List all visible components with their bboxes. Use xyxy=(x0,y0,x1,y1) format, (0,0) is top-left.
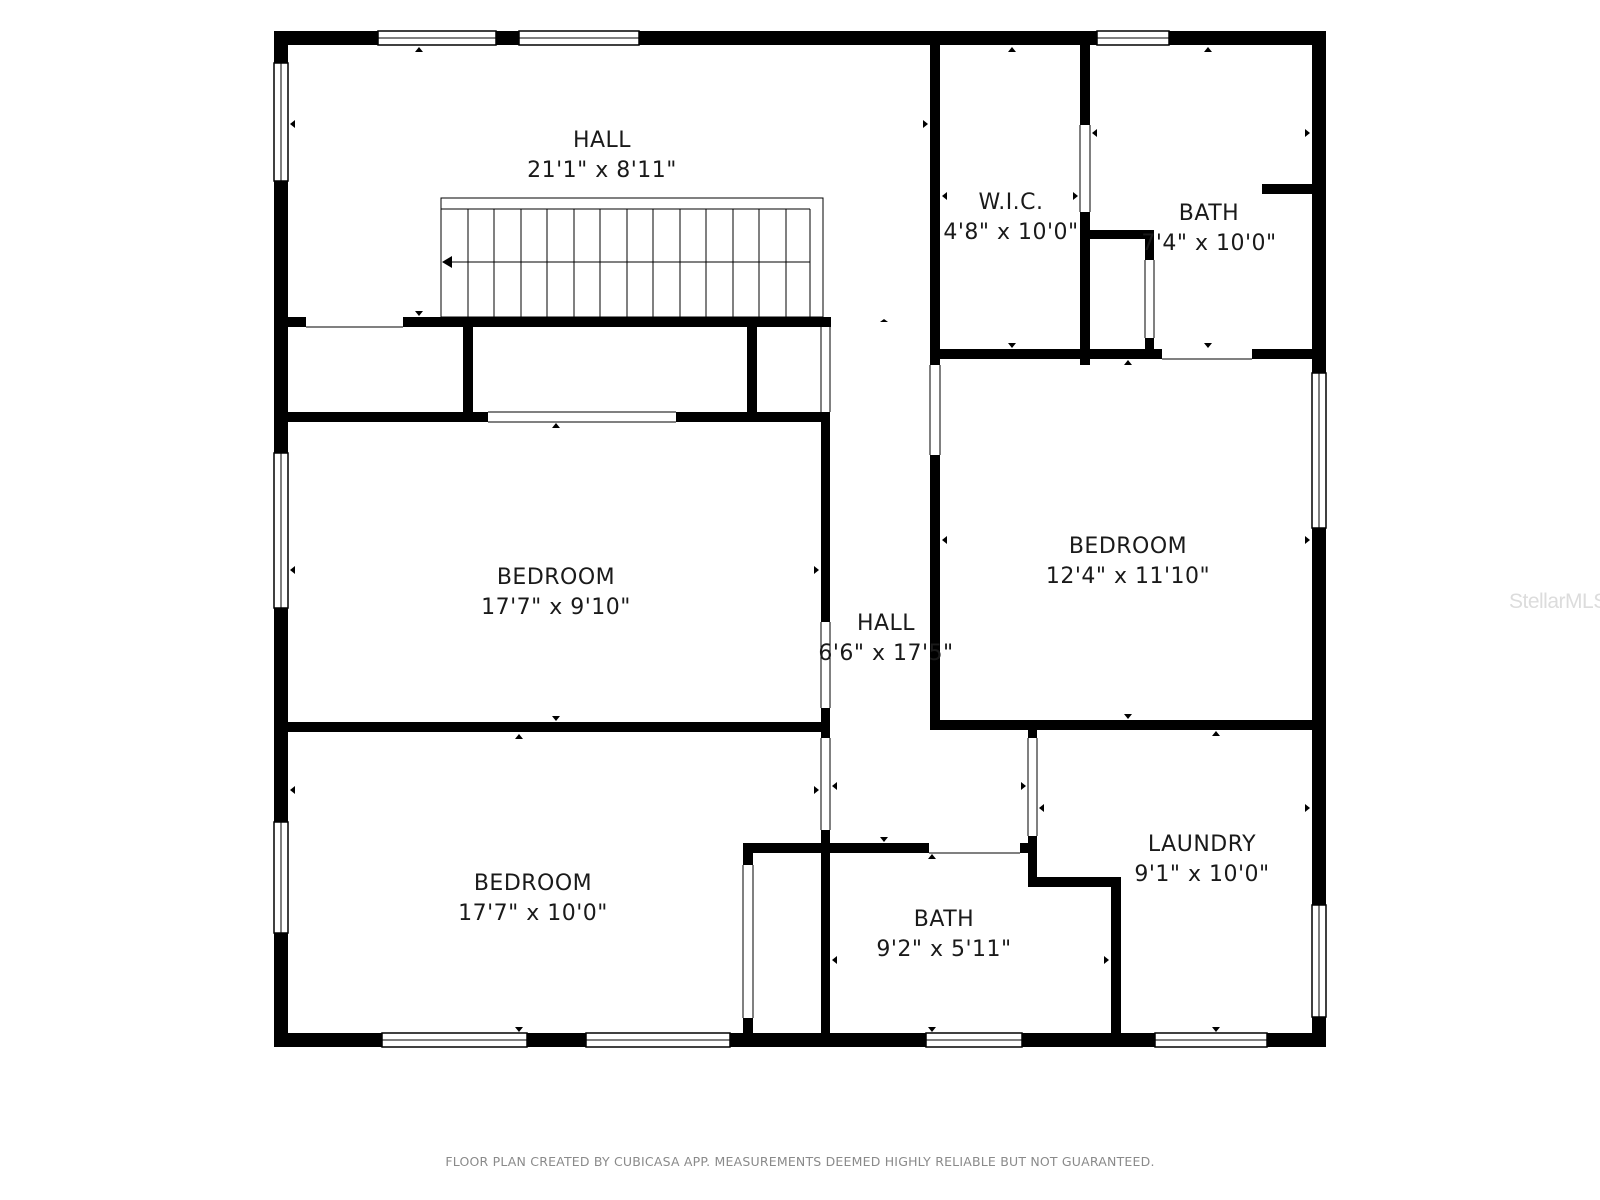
door-lines xyxy=(306,125,1252,1018)
laundry-name: LAUNDRY xyxy=(1148,832,1256,857)
watermark-text: StellarMLS xyxy=(1509,590,1600,613)
wic-size: 4'8" x 10'0" xyxy=(943,220,1078,245)
hall-top-name: HALL xyxy=(573,128,631,153)
window-lines xyxy=(280,37,1320,1041)
bedroom-right-size: 12'4" x 11'10" xyxy=(1046,564,1210,589)
staircase xyxy=(440,197,824,318)
room-labels: HALL 21'1" x 8'11" W.I.C. 4'8" x 10'0" B… xyxy=(458,128,1276,962)
bedroom-left-top-name: BEDROOM xyxy=(497,565,615,590)
laundry-size: 9'1" x 10'0" xyxy=(1134,862,1269,887)
bath-top-name: BATH xyxy=(1179,201,1239,226)
hall-top-size: 21'1" x 8'11" xyxy=(527,158,677,183)
bath-bottom-name: BATH xyxy=(914,907,974,932)
bath-bottom-size: 9'2" x 5'11" xyxy=(876,937,1011,962)
exterior-walls xyxy=(274,31,1326,1047)
hall-center-name: HALL xyxy=(857,611,915,636)
hall-center-size: 6'6" x 17'5" xyxy=(818,641,953,666)
stair-arrow-icon xyxy=(442,256,452,268)
bedroom-left-top-size: 17'7" x 9'10" xyxy=(481,595,631,620)
bedroom-right-name: BEDROOM xyxy=(1069,534,1187,559)
interior-walls xyxy=(288,45,1312,1033)
wic-name: W.I.C. xyxy=(978,190,1043,215)
wall-markers xyxy=(290,47,1310,1032)
bath-top-size: 7'4" x 10'0" xyxy=(1141,231,1276,256)
bedroom-left-bottom-size: 17'7" x 10'0" xyxy=(458,901,608,926)
bedroom-left-bottom-name: BEDROOM xyxy=(474,871,592,896)
footer-disclaimer: FLOOR PLAN CREATED BY CUBICASA APP. MEAS… xyxy=(445,1154,1155,1169)
